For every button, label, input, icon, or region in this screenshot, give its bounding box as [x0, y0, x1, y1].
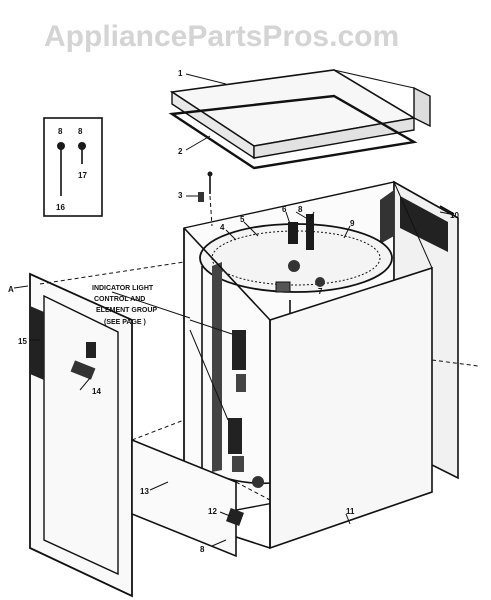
callout-line-1: INDICATOR LIGHT — [92, 285, 154, 292]
part-label-4: 4 — [220, 223, 225, 232]
leader-lines — [13, 73, 451, 547]
part-label-7: 7 — [318, 287, 323, 296]
part-label-8: 8 — [298, 205, 303, 214]
screw-3 — [198, 192, 204, 202]
part-label-2: 2 — [178, 147, 183, 156]
callout-line-4: (SEE PAGE ) — [104, 319, 146, 326]
part-label-1: 1 — [178, 69, 183, 78]
part-label-9: 9 — [350, 219, 355, 228]
top-gasket — [168, 94, 418, 170]
bracket-12 — [226, 508, 244, 526]
part-label-15: 15 — [18, 337, 27, 346]
screw-4 — [207, 171, 213, 194]
fitting-6 — [288, 222, 298, 244]
alignment-lines — [39, 195, 479, 501]
inset-label-a: 8 — [58, 127, 63, 136]
element-control-group — [189, 319, 264, 488]
screw-inset-box: 8 8 17 16 — [43, 117, 103, 217]
part-label-5: 5 — [240, 215, 245, 224]
part-label-12: 12 — [208, 507, 217, 516]
watermark: AppliancePartsPros.com — [44, 20, 399, 53]
callout-line-3: ELEMENT GROUP — [96, 307, 157, 314]
part-label-a: A — [8, 285, 14, 294]
top-cover-panel — [169, 69, 431, 160]
part-label-10: 10 — [450, 211, 459, 220]
cabinet-front-side-panel — [269, 266, 433, 550]
part-label-6: 6 — [282, 205, 287, 214]
water-heater-tank — [199, 214, 393, 485]
inset-label-d: 16 — [56, 203, 65, 212]
part-number-labels: 1 2 3 4 5 6 7 8 9 10 11 12 13 14 15 A 8 — [8, 69, 459, 554]
callout-note: INDICATOR LIGHT CONTROL AND ELEMENT GROU… — [92, 285, 157, 326]
inset-label-b: 8 — [78, 127, 83, 136]
part-label-3: 3 — [178, 191, 183, 200]
fitting-8 — [306, 214, 314, 250]
inset-label-c: 17 — [78, 171, 87, 180]
part-label-11: 11 — [346, 507, 355, 516]
front-access-door — [29, 272, 133, 598]
part-label-14: 14 — [92, 387, 101, 396]
kick-plate — [131, 438, 237, 558]
part-label-13: 13 — [140, 487, 149, 496]
callout-line-2: CONTROL AND — [94, 296, 145, 303]
part-label-8b: 8 — [200, 545, 205, 554]
